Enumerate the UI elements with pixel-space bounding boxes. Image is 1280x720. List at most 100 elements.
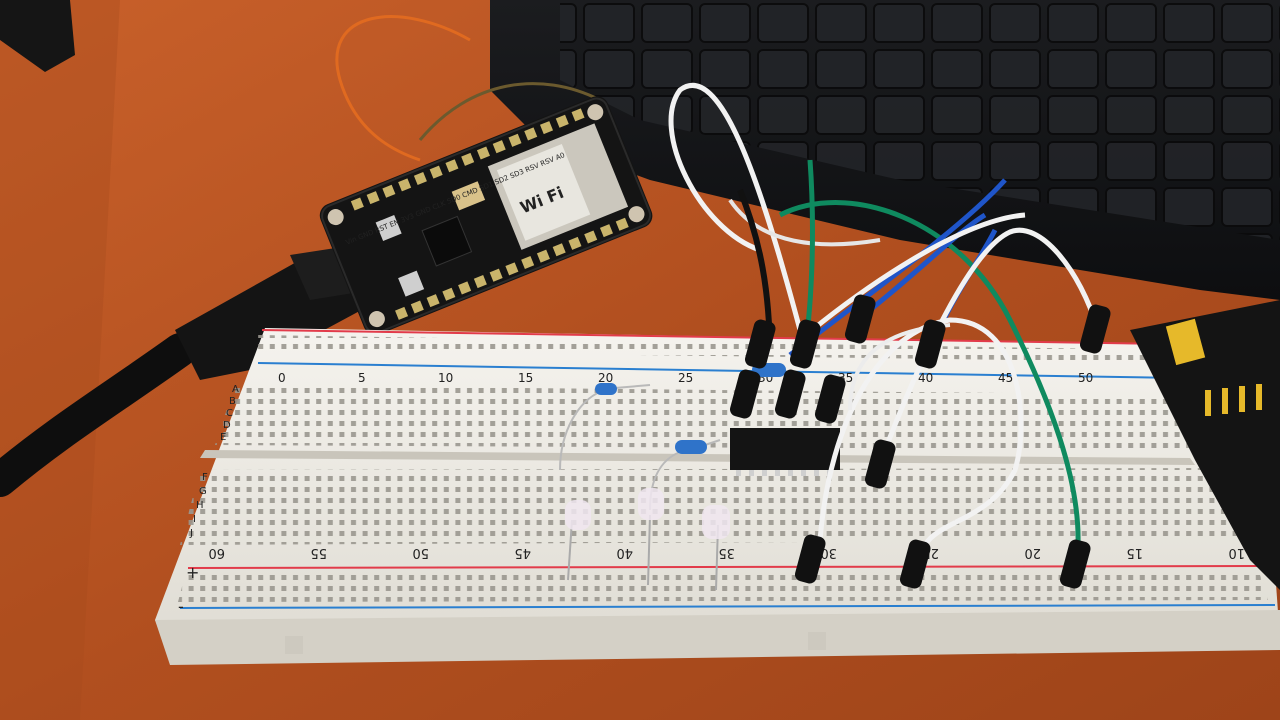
header-pin	[536, 249, 550, 263]
header-pin	[445, 159, 459, 173]
led-1	[565, 500, 591, 581]
plus-label: +	[186, 563, 199, 582]
column-number-bottom: 55	[310, 545, 327, 560]
ic-pin	[814, 470, 819, 476]
header-pin	[410, 300, 424, 314]
keyboard	[490, 0, 1280, 300]
column-number-bottom: 45	[514, 545, 531, 560]
column-number-top: 50	[1078, 371, 1093, 385]
column-number-bottom: 60	[208, 545, 225, 560]
row-letter: A	[232, 384, 239, 395]
column-number-top: 0	[278, 371, 286, 385]
row-letter: D	[223, 420, 231, 431]
row-letter: H	[196, 500, 204, 511]
row-letter: J	[189, 528, 193, 539]
olive-wire	[418, 82, 601, 141]
header-pin	[540, 121, 554, 135]
jumper-plug	[1079, 304, 1111, 354]
header-pin	[584, 230, 598, 244]
led-3	[702, 505, 730, 591]
dark-object	[0, 0, 75, 72]
header-pin	[555, 114, 569, 128]
header-pin	[521, 255, 535, 269]
row-letter: C	[226, 408, 233, 419]
header-pin	[552, 243, 566, 257]
white-wire-b	[882, 227, 1101, 451]
column-number-top: 15	[518, 371, 533, 385]
ic-pin	[749, 470, 754, 476]
header-pin	[476, 146, 490, 160]
minus-label: -	[178, 597, 184, 616]
ic-pin	[762, 470, 767, 476]
header-pin	[571, 108, 585, 122]
header-pin	[599, 224, 613, 238]
row-letter: E	[220, 432, 226, 443]
column-number-bottom: 30	[820, 545, 837, 560]
header-pin	[615, 217, 629, 231]
header-pin	[489, 268, 503, 282]
header-pin	[461, 152, 475, 166]
white-wire-long	[728, 198, 881, 247]
jumper-plug	[814, 374, 846, 424]
ic-pin	[801, 470, 806, 476]
header-pin	[350, 197, 364, 211]
header-pin	[458, 281, 472, 295]
header-pin	[426, 294, 440, 308]
header-pin	[429, 165, 443, 179]
jumper-plug	[744, 319, 776, 369]
ic-pin	[788, 470, 793, 476]
resistor-1	[559, 383, 651, 471]
column-number-bottom: 10	[1228, 545, 1245, 560]
wire-connectors	[729, 294, 1111, 589]
blue-wire-2	[868, 212, 987, 312]
column-number-bottom: 15	[1126, 545, 1143, 560]
white-wire-loop	[668, 82, 803, 331]
jumper-plug	[864, 439, 896, 489]
jumper-plug	[789, 319, 821, 369]
header-pin	[382, 184, 396, 198]
column-number-top: 40	[918, 371, 933, 385]
breadboard: + - 0510152025303540455055 6055504540353…	[155, 328, 1280, 665]
row-letter: B	[229, 396, 236, 407]
header-pin	[508, 133, 522, 147]
row-letter: F	[202, 472, 208, 483]
jumper-plug	[844, 294, 876, 344]
jumper-plug	[794, 534, 826, 584]
header-pin	[366, 191, 380, 205]
column-number-top: 20	[598, 371, 613, 385]
column-number-top: 25	[678, 371, 693, 385]
row-letter: G	[199, 486, 207, 497]
column-number-top: 5	[358, 371, 366, 385]
column-number-top: 45	[998, 371, 1013, 385]
nodemcu-board: Wi Fi Vin GND RST EN 3V3 GND CLK SD0 CMD…	[319, 96, 653, 335]
header-pin	[524, 127, 538, 141]
row-letter: I	[193, 514, 196, 525]
jumper-plug	[914, 319, 946, 369]
column-number-top: 10	[438, 371, 453, 385]
header-pin	[442, 287, 456, 301]
green-wire-long	[778, 200, 1081, 546]
jumper-plug	[729, 369, 761, 419]
column-number-bottom: 35	[718, 545, 735, 560]
header-pin	[492, 140, 506, 154]
led-2	[638, 488, 664, 586]
header-pin	[473, 275, 487, 289]
column-number-bottom: 40	[616, 545, 633, 560]
usb-chip	[421, 215, 473, 267]
header-pin	[398, 178, 412, 192]
jumper-plug	[1059, 539, 1091, 589]
shift-register-ic	[730, 428, 840, 476]
ic-pin	[736, 470, 741, 476]
header-pin	[395, 306, 409, 320]
header-pin	[568, 236, 582, 250]
rail-blue-bottom	[179, 604, 1276, 609]
jumper-plug	[899, 539, 931, 589]
header-pin	[505, 262, 519, 276]
ic-pin	[775, 470, 780, 476]
rail-blue-top	[257, 362, 1181, 379]
white-wire-a	[798, 212, 1026, 342]
orange-wire	[335, 15, 471, 162]
column-number-bottom: 50	[412, 545, 429, 560]
jumper-plug	[774, 369, 806, 419]
